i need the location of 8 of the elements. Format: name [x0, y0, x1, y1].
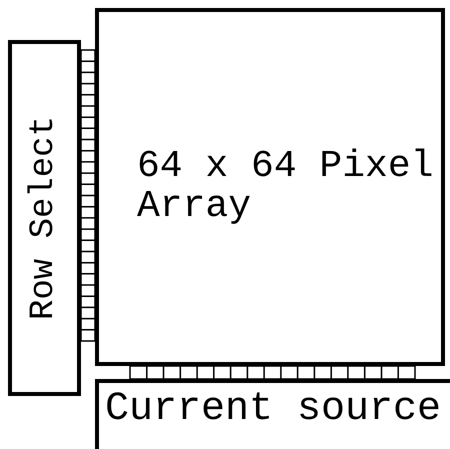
- block-label: Current source: [105, 389, 442, 431]
- block-box: [8, 40, 81, 396]
- block-box: [95, 8, 445, 366]
- bus-connector: [129, 365, 416, 380]
- bus-connector: [80, 49, 96, 342]
- block-label: Row Select: [26, 116, 62, 320]
- block-label: 64 x 64 Pixel Array: [137, 147, 434, 227]
- block-box: [95, 379, 450, 449]
